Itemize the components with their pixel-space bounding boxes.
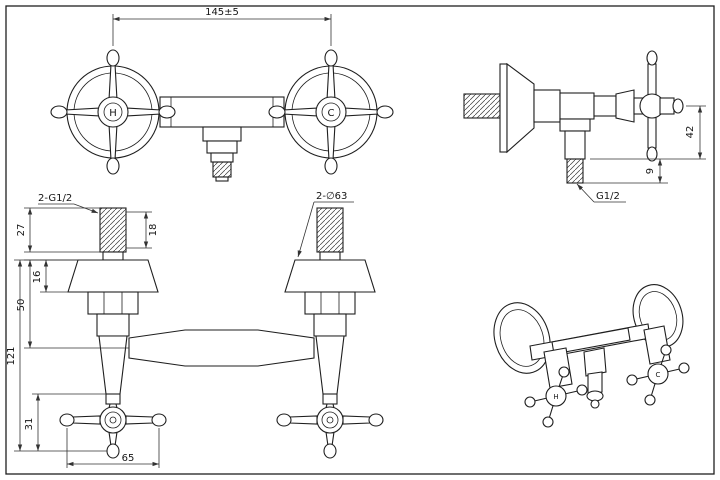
dim-text-27: 27	[16, 224, 27, 237]
dim-text-31: 31	[24, 418, 35, 431]
cold-handle-front: C	[268, 49, 394, 175]
leader-flange-diameter: 2-∅63	[297, 191, 354, 258]
hot-handle-front: H	[50, 49, 176, 175]
persp-cold-handle: C	[626, 344, 690, 406]
cold-handle-bottom	[276, 403, 384, 459]
outlet-side	[559, 118, 591, 184]
leader-inlet-threads: 2-G1/2	[38, 193, 99, 214]
persp-hot-handle: H	[524, 366, 588, 428]
dim-text-65: 65	[122, 453, 135, 464]
dim-text-d63: 2-∅63	[316, 191, 347, 202]
left-inlet-thread	[99, 207, 127, 253]
dim-text-50: 50	[16, 299, 27, 312]
side-view: 42 9 G1/2	[463, 50, 706, 203]
installation-view: 2-G1/2 2-∅63 27 18 16	[6, 191, 384, 468]
persp-cold-label: C	[656, 371, 661, 379]
dim-text-2g12: 2-G1/2	[38, 193, 72, 204]
right-inlet-thread	[316, 207, 344, 253]
wall-plate-side	[499, 63, 508, 153]
front-view: H C 145±5	[50, 7, 394, 182]
right-flange	[284, 259, 376, 293]
persp-hot-label: H	[553, 393, 558, 401]
perspective-view: H C	[493, 284, 690, 428]
dim-text-g12: G1/2	[596, 191, 620, 202]
persp-outlet	[583, 347, 607, 409]
mixer-body	[159, 96, 285, 128]
dim-121: 121	[6, 259, 107, 452]
dim-text-145: 145±5	[205, 7, 239, 18]
outlet-thread-side	[566, 158, 584, 184]
dim-31: 31	[24, 393, 106, 451]
dim-center-distance: 145±5	[112, 7, 332, 46]
dim-42: 42	[590, 105, 706, 160]
dim-text-16: 16	[32, 271, 43, 284]
handle-side	[639, 50, 684, 162]
inlet-nipple	[463, 93, 501, 119]
flange-cone	[506, 62, 535, 154]
dim-27: 27	[16, 207, 103, 253]
hot-label: H	[109, 108, 117, 119]
right-hex-nut	[304, 291, 356, 315]
dim-text-42: 42	[685, 126, 696, 139]
dim-text-18: 18	[148, 224, 159, 237]
dim-text-9: 9	[645, 168, 656, 174]
hot-handle-bottom	[59, 403, 167, 459]
dim-text-121: 121	[6, 346, 17, 365]
dim-65: 65	[66, 428, 160, 468]
left-hex-nut	[87, 291, 139, 315]
outlet-tee	[202, 126, 242, 182]
connecting-bar	[128, 329, 315, 367]
outlet-thread	[212, 161, 232, 178]
dim-9: 9	[583, 159, 668, 184]
left-flange	[67, 259, 159, 293]
leader-outlet-thread: G1/2	[576, 183, 626, 203]
dim-18: 18	[126, 211, 159, 249]
cold-label: C	[328, 108, 335, 119]
